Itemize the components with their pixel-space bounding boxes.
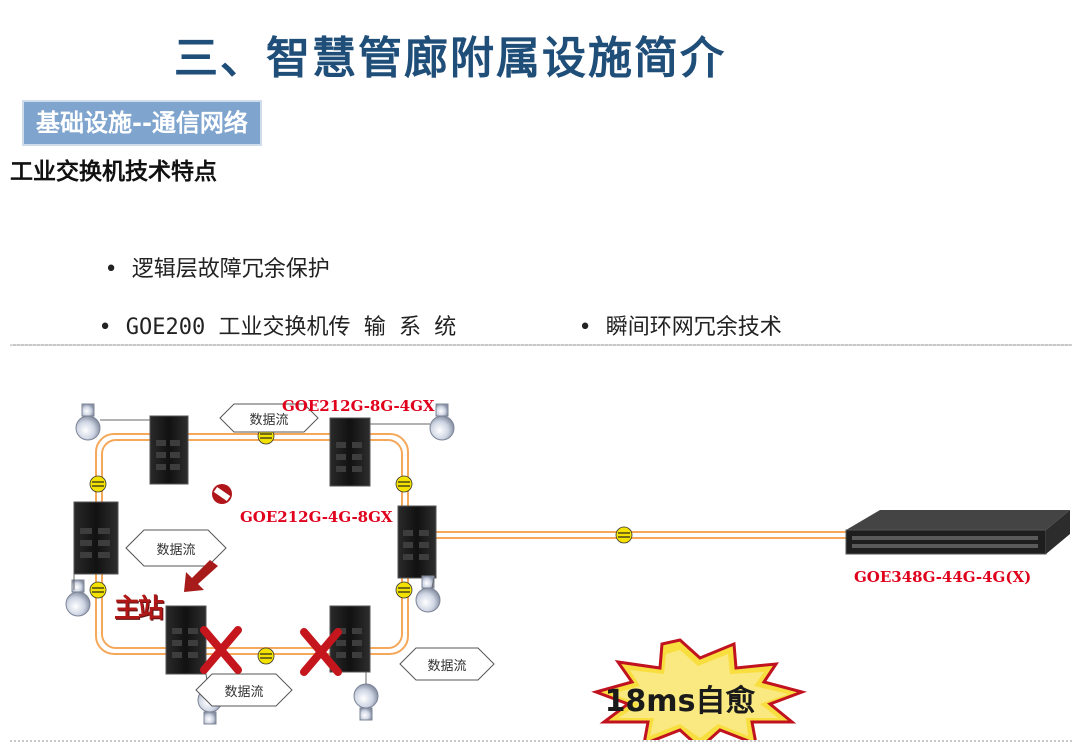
section-divider-top xyxy=(10,344,1072,346)
switch-bottom-left xyxy=(165,605,207,675)
self-heal-burst xyxy=(591,638,807,740)
label-core-switch: GOE348G-44G-4G(X) xyxy=(854,568,1032,586)
ring-network-diagram xyxy=(65,403,1070,740)
section-tag: 基础设施--通信网络 xyxy=(22,100,262,146)
dataflow-label-right: 数据流 xyxy=(427,659,467,674)
switch-top-left xyxy=(149,415,189,485)
fiber-uplink xyxy=(425,531,860,539)
main-station-label: 主站 xyxy=(114,594,164,624)
bullet-text: 瞬间环网冗余技术 xyxy=(605,315,782,340)
dataflow-label-left: 数据流 xyxy=(156,543,196,558)
core-switch xyxy=(845,510,1070,555)
label-switch-4g-8gx: GOE212G-4G-8GX xyxy=(240,508,393,526)
dataflow-bubbles xyxy=(125,403,495,707)
section-subtitle: 工业交换机技术特点 xyxy=(10,159,217,185)
bullet-text: GOE200 工业交换机传 输 系 统 xyxy=(125,315,457,340)
bullet-text: 逻辑层故障冗余保护 xyxy=(131,257,330,282)
bullet-dot: • xyxy=(98,315,112,340)
bullet-dot: • xyxy=(578,315,592,340)
label-switch-8g-4gx: GOE212G-8G-4GX xyxy=(282,397,435,415)
bullet-item-ring: • 瞬间环网冗余技术 xyxy=(552,284,782,341)
switch-mid-left xyxy=(73,501,119,575)
bullet-item-goe200: • GOE200 工业交换机传 输 系 统 xyxy=(72,284,457,341)
page-title: 三、智慧管廊附属设施简介 xyxy=(174,33,726,84)
dataflow-label-top: 数据流 xyxy=(249,413,289,428)
section-divider-bottom xyxy=(10,740,1072,742)
switch-top-right xyxy=(329,417,371,487)
link-break-marks xyxy=(200,626,342,676)
self-heal-label: 18ms自愈 xyxy=(604,684,756,719)
bullet-dot: • xyxy=(104,257,118,282)
bullet-item-redundancy: • 逻辑层故障冗余保护 xyxy=(78,226,330,283)
blocked-icon xyxy=(212,484,232,504)
dataflow-label-bottom: 数据流 xyxy=(224,685,264,700)
pointer-arrow xyxy=(184,560,218,592)
switch-mid-right xyxy=(397,505,437,579)
